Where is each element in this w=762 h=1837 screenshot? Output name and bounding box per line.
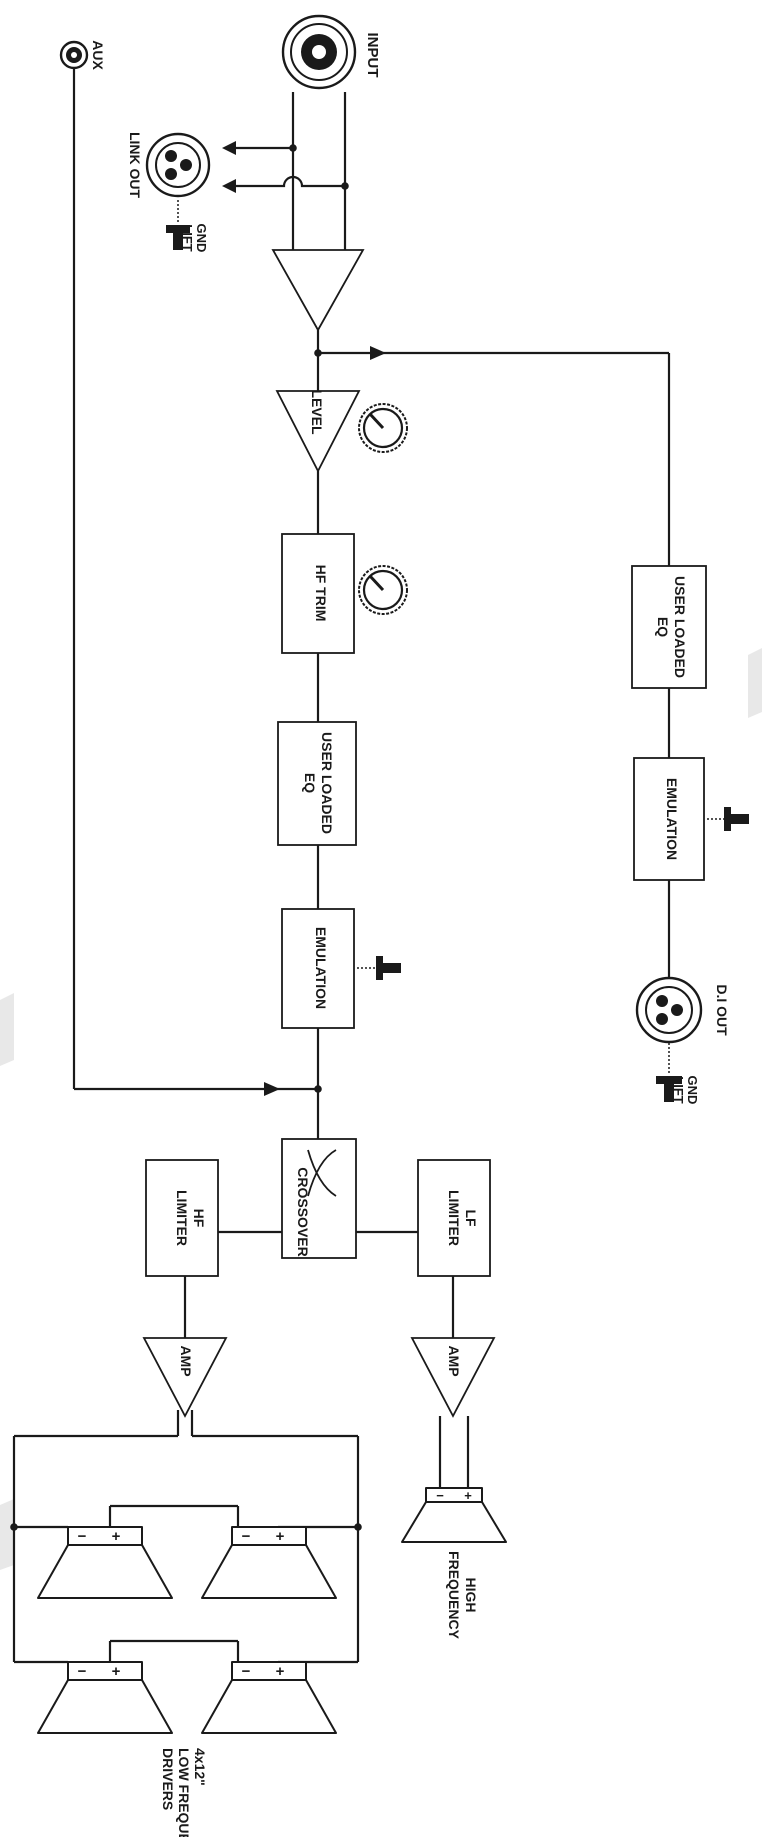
gnd-lift-switch-icon — [166, 200, 190, 250]
crossover-label: CROSSOVER — [295, 1167, 311, 1256]
di-user-eq-label: USER LOADED — [672, 576, 688, 678]
di-user-eq-sub: EQ — [655, 617, 671, 637]
di-emulation-label: EMULATION — [664, 778, 680, 860]
lf-driver-1-minus: − — [78, 1528, 87, 1545]
hf-amp — [142, 1337, 228, 1418]
crossover-block — [281, 1138, 357, 1259]
frequency-label: FREQUENCY — [446, 1551, 462, 1640]
emulation-label: EMULATION — [313, 927, 329, 1009]
lf-driver-3-icon — [37, 1661, 173, 1734]
di-emulation-switch-icon — [707, 807, 749, 831]
di-gnd-lift-switch-icon — [656, 1043, 682, 1102]
lf-limiter-label-2: LIMITER — [446, 1190, 462, 1246]
hf-limiter-label-1: HF — [191, 1209, 207, 1228]
di-emulation-block — [633, 757, 705, 881]
lf-driver-4-icon — [201, 1661, 337, 1734]
gnd-label: GND — [194, 224, 209, 253]
link-out-label: LINK OUT — [127, 132, 143, 199]
lf-amp-label: AMP — [446, 1345, 462, 1376]
signal-arrows — [222, 141, 386, 1096]
hf-trim-knob-icon — [358, 565, 408, 615]
hf-driver-minus: − — [436, 1488, 444, 1503]
input-label: INPUT — [364, 33, 381, 78]
hf-amp-label: AMP — [178, 1345, 194, 1376]
di-out-label: D.I OUT — [714, 984, 730, 1036]
level-amp — [275, 390, 361, 473]
user-eq-label: USER LOADED — [319, 732, 335, 834]
hf-limiter-label-2: LIMITER — [174, 1190, 190, 1246]
lf-driver-4-minus: − — [242, 1663, 251, 1680]
driver-size-label: 4x12" — [192, 1748, 208, 1786]
lf-driver-1-plus: + — [112, 1528, 121, 1545]
lf-driver-4-plus: + — [276, 1663, 285, 1680]
user-eq-sub: EQ — [302, 773, 318, 793]
emulation-block — [281, 908, 355, 1029]
lift-label: LIFT — [180, 224, 195, 251]
aux-label: AUX — [90, 40, 106, 70]
lf-limiter-label-1: LF — [463, 1209, 479, 1227]
lf-driver-2-plus: + — [276, 1528, 285, 1545]
input-buffer-amp — [271, 249, 365, 332]
lf-driver-3-plus: + — [112, 1663, 121, 1680]
hf-trim-label: HF TRIM — [313, 565, 329, 622]
watermark-marks — [0, 648, 762, 1570]
di-out-xlr-icon — [635, 976, 703, 1044]
di-user-eq-block — [631, 565, 707, 689]
di-gnd-label: GND — [685, 1076, 700, 1105]
high-label: HIGH — [463, 1578, 479, 1613]
lf-driver-3-minus: − — [78, 1663, 87, 1680]
lf-driver-2-icon — [201, 1526, 337, 1599]
level-knob-icon — [358, 403, 408, 453]
hf-trim-block — [281, 533, 355, 654]
emulation-switch-icon — [357, 956, 401, 980]
crossover-curve-icon — [307, 1149, 337, 1197]
lf-driver-1-icon — [37, 1526, 173, 1599]
junction-dots — [10, 144, 362, 1531]
low-frequency-label: LOW FREQUENCY — [176, 1748, 192, 1837]
di-lift-label: LIFT — [671, 1076, 686, 1103]
link-out-xlr-icon — [145, 132, 211, 198]
hf-driver-plus: + — [464, 1488, 472, 1503]
hf-limiter-block — [145, 1159, 219, 1277]
lf-amp — [410, 1337, 496, 1418]
drivers-label: DRIVERS — [160, 1748, 176, 1810]
signal-wires — [12, 68, 671, 1664]
level-label: LEVEL — [309, 389, 325, 435]
user-eq-block — [277, 721, 357, 846]
high-frequency-driver-icon — [401, 1487, 507, 1543]
lf-limiter-block — [417, 1159, 491, 1277]
input-combo-jack-icon — [281, 14, 357, 90]
lf-driver-2-minus: − — [242, 1528, 251, 1545]
aux-jack — [59, 40, 89, 70]
